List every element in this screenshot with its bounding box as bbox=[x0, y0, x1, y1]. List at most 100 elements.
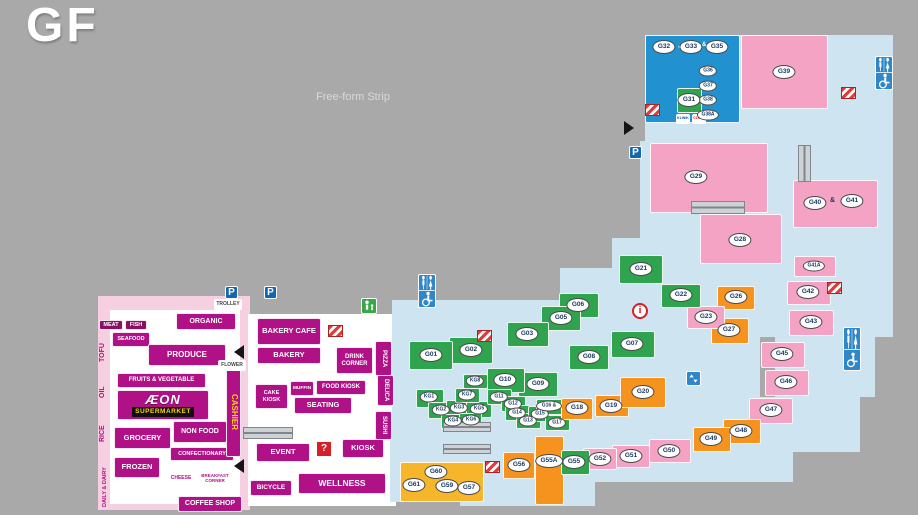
area-sushi: SUSHI bbox=[375, 411, 392, 440]
area-label: GROCERY bbox=[123, 432, 162, 442]
area-label: FRUITS & VEGETABLE bbox=[128, 377, 195, 384]
marker-g20: G20 bbox=[631, 385, 655, 399]
marker-kg6: KG6 bbox=[461, 414, 481, 426]
marker-g27: G27 bbox=[717, 323, 741, 337]
marker-g32: G32 bbox=[652, 40, 676, 54]
parking-icon: P bbox=[225, 286, 238, 299]
marker-g41a: G41A bbox=[802, 260, 826, 272]
marker-kg3: KG3 bbox=[449, 402, 469, 414]
text-oil: OIL bbox=[99, 386, 106, 398]
area-flower: FLOWER bbox=[218, 360, 246, 371]
marker-g56: G56 bbox=[507, 458, 531, 472]
counter-h-icon bbox=[691, 201, 745, 214]
parking-icon: P bbox=[264, 286, 277, 299]
area-seating: SEATING bbox=[294, 397, 352, 414]
area-wellness: WELLNESS bbox=[298, 473, 386, 494]
marker-g35: G35 bbox=[705, 40, 729, 54]
marker-g50: G50 bbox=[657, 444, 681, 458]
area-label: MUFFIN bbox=[292, 385, 312, 391]
parking-icon: P bbox=[629, 146, 642, 159]
restroom-icon bbox=[875, 56, 893, 90]
counter-h-icon bbox=[443, 444, 491, 454]
aeon-wordmark: ÆON bbox=[145, 392, 181, 408]
marker-g36: G36 bbox=[698, 65, 718, 77]
area-label: DELICA bbox=[382, 379, 389, 402]
marker-g02: G02 bbox=[459, 343, 483, 357]
area-food-kiosk: FOOD KIOSK bbox=[316, 380, 366, 395]
area-confectionary: CONFECTIONARY bbox=[170, 447, 234, 461]
marker-g40: G40 bbox=[803, 196, 827, 210]
marker-kg4: KG4 bbox=[443, 415, 463, 427]
floor-label: GF bbox=[26, 0, 99, 52]
area-cheese: CHEESE bbox=[167, 473, 195, 484]
store-block bbox=[693, 427, 731, 452]
store-block bbox=[535, 436, 564, 505]
marker-g39: G39 bbox=[772, 65, 796, 79]
area-label: MEAT bbox=[103, 321, 119, 328]
area-coffee-shop: COFFEE SHOP bbox=[178, 496, 242, 512]
marker-g47: G47 bbox=[759, 403, 783, 417]
marker-g61: G61 bbox=[402, 478, 426, 492]
marker-g55: G55 bbox=[562, 455, 586, 469]
area-bakery-cafe: BAKERY CAFE bbox=[257, 318, 321, 345]
atm-icon bbox=[841, 87, 856, 99]
area-label: KLINIK bbox=[677, 116, 689, 121]
marker-g59: G59 bbox=[435, 479, 459, 493]
area-label: SEAFOOD bbox=[117, 336, 145, 343]
atm-icon bbox=[328, 325, 343, 337]
area-produce: PRODUCE bbox=[148, 344, 226, 366]
marker-g33: G33 bbox=[679, 40, 703, 54]
restroom-icon bbox=[843, 327, 861, 371]
area-label: WELLNESS bbox=[318, 477, 366, 488]
marker-g37: G37 bbox=[698, 80, 718, 92]
counter-h-icon bbox=[243, 427, 293, 439]
area-bicycle: BICYCLE bbox=[250, 480, 292, 496]
area-fruits-vegetable: FRUITS & VEGETABLE bbox=[117, 373, 206, 388]
marker-g10: G10 bbox=[493, 373, 517, 387]
area-label: CONFECTIONARY bbox=[178, 450, 226, 457]
atm-icon bbox=[477, 330, 492, 342]
question-icon: ? bbox=[316, 441, 332, 457]
marker-g57: G57 bbox=[457, 481, 481, 495]
area-label: BAKERY CAFE bbox=[262, 326, 316, 336]
text-item: & bbox=[830, 197, 836, 204]
aeon-subtitle: SUPERMARKET bbox=[132, 407, 194, 417]
area-muffin: MUFFIN bbox=[290, 381, 314, 396]
marker-g09: G09 bbox=[526, 377, 550, 391]
marker-g07: G07 bbox=[620, 337, 644, 351]
area-label: FLOWER bbox=[221, 361, 243, 368]
restroom-icon bbox=[418, 274, 436, 308]
area-label: ORGANIC bbox=[189, 317, 223, 325]
marker-g06: G06 bbox=[566, 298, 590, 312]
area-label: TROLLEY bbox=[216, 300, 240, 307]
area-label: NON FOOD bbox=[181, 428, 219, 436]
area-delica: DELICA bbox=[377, 375, 394, 406]
text-item: , bbox=[678, 42, 680, 49]
area-pizza: PIZZA bbox=[375, 341, 392, 376]
area-drink-corner: DRINK CORNER bbox=[336, 347, 373, 374]
area-label: BICYCLE bbox=[256, 484, 286, 492]
area-label: PIZZA bbox=[380, 349, 387, 368]
area-label: BAKERY bbox=[273, 350, 305, 360]
marker-g60: G60 bbox=[424, 465, 448, 479]
baby-icon bbox=[361, 298, 377, 314]
marker-g49: G49 bbox=[699, 432, 723, 446]
marker-g11: G11 bbox=[489, 391, 509, 403]
arrow-left-icon bbox=[234, 459, 244, 473]
area-fish: FISH bbox=[125, 320, 147, 330]
counter-v-icon bbox=[798, 145, 811, 182]
area-trolley: TROLLEY bbox=[214, 299, 242, 310]
marker-g21: G21 bbox=[629, 262, 653, 276]
area-label: BREAKFAST CORNER bbox=[201, 472, 229, 483]
marker-g38a: G38A bbox=[696, 109, 720, 121]
info-icon: i bbox=[632, 303, 648, 319]
area-label: FOOD KIOSK bbox=[321, 384, 360, 391]
marker-g29: G29 bbox=[684, 170, 708, 184]
area-label: FROZEN bbox=[121, 462, 153, 472]
area-label: CHEESE bbox=[170, 474, 192, 481]
area-klinik: KLINIK bbox=[676, 114, 690, 124]
area-label: KIOSK bbox=[351, 443, 375, 453]
marker-kg7: KG7 bbox=[457, 389, 477, 401]
elevator-icon bbox=[686, 371, 701, 386]
